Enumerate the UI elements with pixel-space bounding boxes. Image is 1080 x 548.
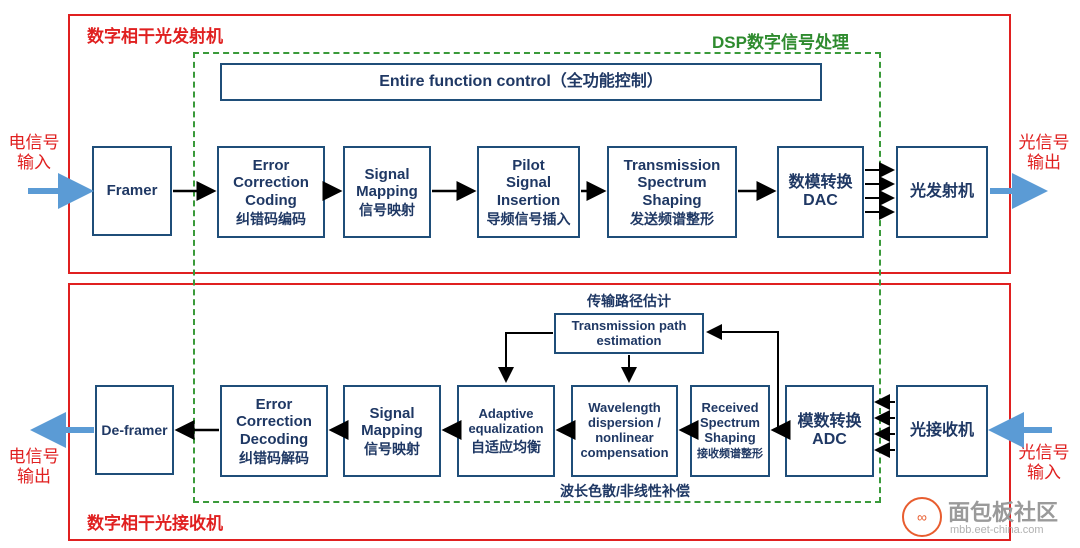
optical-receiver-label: 光接收机 [909,421,974,439]
compensation-caption: 波长色散/非线性补偿 [560,483,690,499]
rx-input-label: 光信号 输入 [1018,443,1070,483]
adaptive-equalization-block: Adaptive equalization 自适应均衡 [457,385,555,477]
adaptive-equalization-en: Adaptive equalization [468,406,544,436]
optical-receiver-block: 光接收机 [896,385,988,477]
dispersion-compensation-block: Wavelength dispersion / nonlinear compen… [571,385,678,477]
path-estimation-label: Transmission path estimation [571,317,687,348]
watermark-text: 面包板社区 [948,500,1059,525]
deframer-label: De-framer [101,421,168,438]
tx-spectrum-shaping-en: Transmission Spectrum Shaping [623,157,721,209]
receiver-title: 数字相干光接收机 [87,514,223,533]
rx-spectrum-shaping-zh: 接收频谱整形 [697,448,763,461]
fec-decoding-en: Error Correction Decoding [236,396,312,448]
dsp-title: DSP数字信号处理 [712,33,849,52]
watermark-logo-icon: ∞ [902,497,942,537]
dac-block: 数模转换 DAC [777,146,864,238]
adc-label: 模数转换 ADC [797,412,862,448]
transmitter-frame [68,14,1011,274]
pilot-insertion-zh: 导频信号插入 [486,210,571,227]
watermark-url: mbb.eet-china.com [950,524,1044,536]
tx-input-label: 电信号 输入 [8,133,60,173]
deframer-block: De-framer [95,385,174,475]
fec-decoding-zh: 纠错码解码 [239,449,309,466]
tx-signal-mapping-en: Signal Mapping [356,165,418,200]
adc-block: 模数转换 ADC [785,385,874,477]
path-estimation-block: Transmission path estimation [554,313,704,354]
fec-decoding-block: Error Correction Decoding 纠错码解码 [220,385,328,477]
adaptive-equalization-zh: 自适应均衡 [471,438,541,455]
pilot-insertion-en: Pilot Signal Insertion [496,157,561,209]
rx-spectrum-shaping-en: Received Spectrum Shaping [700,400,760,446]
dsp-frame [193,52,881,503]
tx-signal-mapping-zh: 信号映射 [359,202,415,219]
optical-transmitter-label: 光发射机 [909,182,974,200]
pilot-insertion-block: Pilot Signal Insertion 导频信号插入 [477,146,580,238]
fec-coding-block: Error Correction Coding 纠错码编码 [217,146,325,238]
framer-label: Framer [106,182,158,200]
dispersion-compensation-en: Wavelength dispersion / nonlinear compen… [580,400,669,460]
path-estimation-title: 传输路径估计 [587,293,671,309]
tx-spectrum-shaping-zh: 发送频谱整形 [630,210,714,227]
dac-label: 数模转换 DAC [788,173,853,209]
entire-function-control-label: Entire function control（全功能控制） [379,72,663,90]
arrow-adc-pathest [706,324,779,430]
rx-signal-mapping-en: Signal Mapping [361,404,423,439]
fec-coding-en: Error Correction Coding [233,157,309,209]
transmitter-title: 数字相干光发射机 [87,27,223,46]
rx-signal-mapping-block: Signal Mapping 信号映射 [343,385,441,477]
rx-spectrum-shaping-block: Received Spectrum Shaping 接收频谱整形 [690,385,770,477]
fec-coding-zh: 纠错码编码 [236,210,306,227]
optical-transmitter-block: 光发射机 [896,146,988,238]
framer-block: Framer [92,146,172,236]
tx-signal-mapping-block: Signal Mapping 信号映射 [343,146,431,238]
rx-output-label: 电信号 输出 [8,447,60,487]
tx-spectrum-shaping-block: Transmission Spectrum Shaping 发送频谱整形 [607,146,737,238]
tx-output-label: 光信号 输出 [1018,133,1070,173]
rx-signal-mapping-zh: 信号映射 [364,441,420,458]
entire-function-control-box: Entire function control（全功能控制） [220,63,822,101]
arrow-pathest-adaptive [498,332,553,383]
